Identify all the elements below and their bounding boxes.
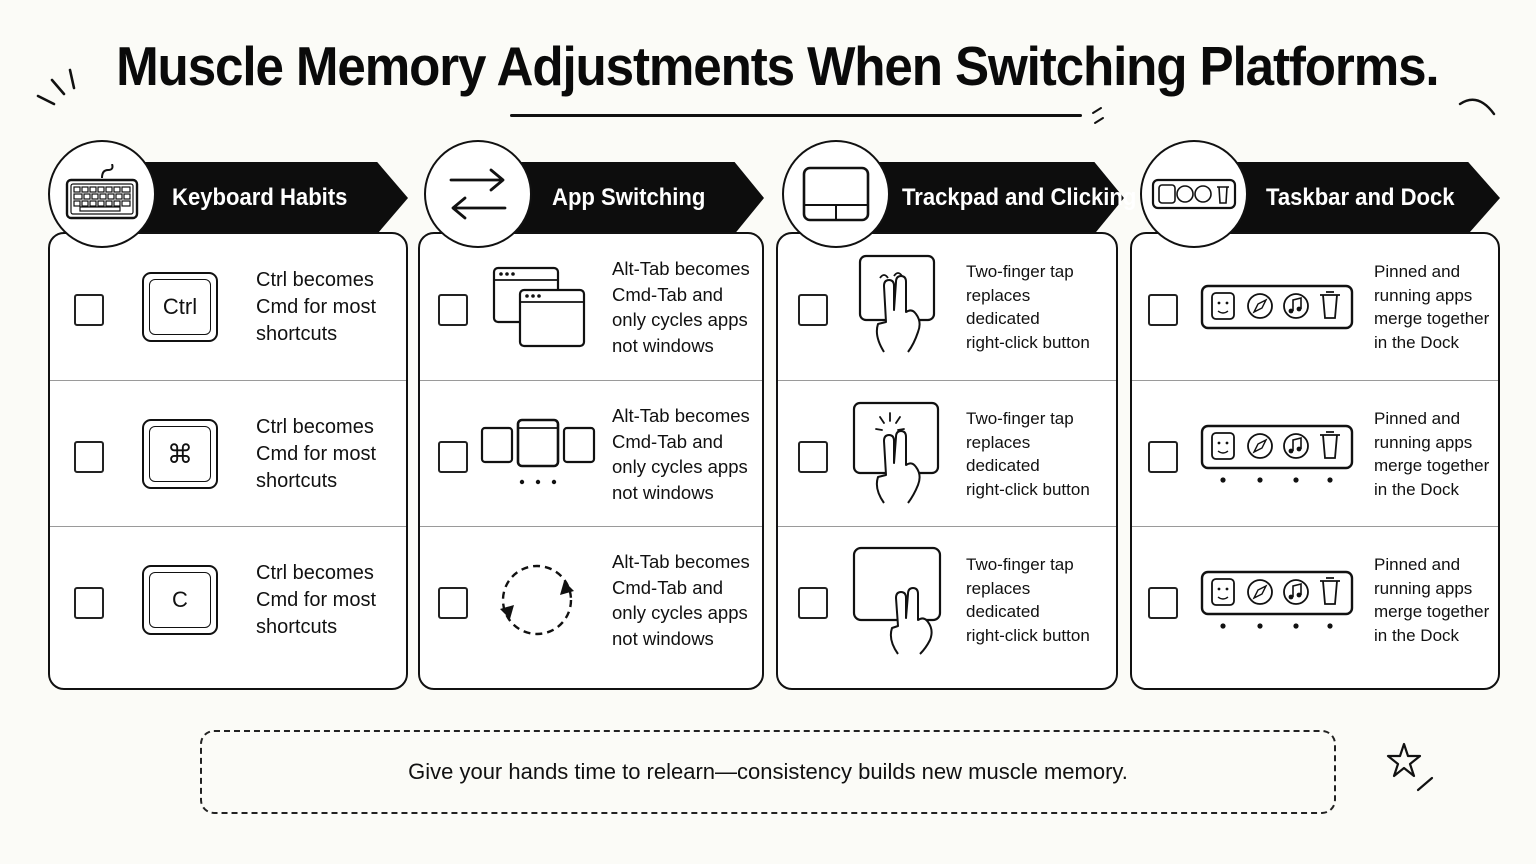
list-item: ⌘ Ctrl becomes Cmd for most shortcuts xyxy=(50,380,406,527)
two-finger-press-icon xyxy=(852,546,942,655)
column-card: Pinned and running apps merge together i… xyxy=(1130,232,1500,690)
column-card: Alt-Tab becomes Cmd-Tab and only cycles … xyxy=(418,232,764,690)
two-finger-tap-icon xyxy=(858,254,936,353)
dock-running-icon xyxy=(1200,570,1354,629)
column-keyboard-habits: Keyboard Habits Ctrl Ctrl becomes Cmd fo… xyxy=(48,140,408,692)
column-title: Keyboard Habits xyxy=(172,184,348,211)
list-item: Two-finger tap replaces dedicated right-… xyxy=(778,526,1116,673)
star-doodle-icon xyxy=(1386,742,1434,792)
row-text: Two-finger tap replaces dedicated right-… xyxy=(966,555,1090,645)
spark-doodle-icon xyxy=(36,68,76,106)
list-item: Two-finger tap replaces dedicated right-… xyxy=(778,380,1116,527)
title-underline xyxy=(510,114,1082,117)
list-item: Alt-Tab becomes Cmd-Tab and only cycles … xyxy=(420,526,762,673)
two-finger-click-icon xyxy=(852,401,940,504)
column-trackpad-clicking: Trackpad and Clicking Two-finger tap rep… xyxy=(776,140,1136,692)
row-text: Alt-Tab becomes Cmd-Tab and only cycles … xyxy=(612,551,750,649)
row-text: Two-finger tap replaces dedicated right-… xyxy=(966,409,1090,499)
row-text: Ctrl becomes Cmd for most shortcuts xyxy=(256,561,377,638)
row-text: Pinned and running apps merge together i… xyxy=(1374,409,1490,499)
app-switcher-icon xyxy=(480,418,596,485)
illustration xyxy=(1200,381,1356,527)
column-card: Ctrl Ctrl becomes Cmd for most shortcuts… xyxy=(48,232,408,690)
row-text: Pinned and running apps merge together i… xyxy=(1374,262,1490,352)
column-card: Two-finger tap replaces dedicated right-… xyxy=(776,232,1118,690)
checkbox[interactable] xyxy=(74,441,104,473)
illustration xyxy=(490,234,590,380)
column-icon-badge xyxy=(48,140,156,248)
row-text: Two-finger tap replaces dedicated right-… xyxy=(966,262,1090,352)
illustration xyxy=(478,381,600,527)
checkbox[interactable] xyxy=(438,587,468,619)
list-item: Pinned and running apps merge together i… xyxy=(1132,234,1498,380)
checkbox[interactable] xyxy=(438,294,468,326)
switch-arrows-icon xyxy=(449,168,507,220)
row-text: Alt-Tab becomes Cmd-Tab and only cycles … xyxy=(612,405,750,503)
checkbox[interactable] xyxy=(798,587,828,619)
list-item: Alt-Tab becomes Cmd-Tab and only cycles … xyxy=(420,380,762,527)
cycle-arrows-icon xyxy=(500,564,574,636)
illustration xyxy=(494,527,580,673)
column-title: Taskbar and Dock xyxy=(1266,184,1455,211)
row-text: Ctrl becomes Cmd for most shortcuts xyxy=(256,268,377,345)
checkbox[interactable] xyxy=(1148,587,1178,619)
checkbox[interactable] xyxy=(1148,441,1178,473)
illustration: C xyxy=(142,527,218,673)
dock-running-icon xyxy=(1200,424,1354,483)
list-item: Ctrl Ctrl becomes Cmd for most shortcuts xyxy=(50,234,406,380)
checkbox[interactable] xyxy=(438,441,468,473)
column-icon-badge xyxy=(782,140,890,248)
footer-tip: Give your hands time to relearn—consiste… xyxy=(200,730,1336,814)
illustration xyxy=(1200,527,1356,673)
page-title: Muscle Memory Adjustments When Switching… xyxy=(116,35,1440,97)
illustration xyxy=(856,234,940,380)
illustration xyxy=(1200,234,1356,380)
c-key-icon: C xyxy=(142,565,218,635)
column-title: App Switching xyxy=(552,184,706,211)
column-title: Trackpad and Clicking xyxy=(902,184,1137,211)
stacked-windows-icon xyxy=(492,266,586,348)
list-item: Alt-Tab becomes Cmd-Tab and only cycles … xyxy=(420,234,762,380)
dock-icon xyxy=(1151,178,1237,210)
row-text: Alt-Tab becomes Cmd-Tab and only cycles … xyxy=(612,258,750,356)
column-icon-badge xyxy=(424,140,532,248)
double-tick-doodle-icon xyxy=(1092,107,1104,124)
trackpad-icon xyxy=(802,166,870,222)
list-item: C Ctrl becomes Cmd for most shortcuts xyxy=(50,526,406,673)
checkbox[interactable] xyxy=(74,294,104,326)
checkbox[interactable] xyxy=(798,294,828,326)
column-app-switching: App Switching Alt-Tab becomes Cmd-Tab an… xyxy=(418,140,764,692)
ctrl-key-icon: Ctrl xyxy=(142,272,218,342)
dock-apps-icon xyxy=(1200,284,1354,330)
checkbox[interactable] xyxy=(798,441,828,473)
list-item: Two-finger tap replaces dedicated right-… xyxy=(778,234,1116,380)
illustration xyxy=(850,527,944,673)
row-text: Pinned and running apps merge together i… xyxy=(1374,555,1490,645)
row-text: Ctrl becomes Cmd for most shortcuts xyxy=(256,415,377,492)
keyboard-icon xyxy=(65,164,139,220)
list-item: Pinned and running apps merge together i… xyxy=(1132,380,1498,527)
illustration xyxy=(850,381,942,527)
column-icon-badge xyxy=(1140,140,1248,248)
list-item: Pinned and running apps merge together i… xyxy=(1132,526,1498,673)
illustration: ⌘ xyxy=(142,381,218,527)
arc-doodle-icon xyxy=(1458,98,1496,116)
command-key-icon: ⌘ xyxy=(142,419,218,489)
column-taskbar-dock: Taskbar and Dock xyxy=(1130,140,1500,692)
illustration: Ctrl xyxy=(142,234,218,380)
checkbox[interactable] xyxy=(74,587,104,619)
checkbox[interactable] xyxy=(1148,294,1178,326)
